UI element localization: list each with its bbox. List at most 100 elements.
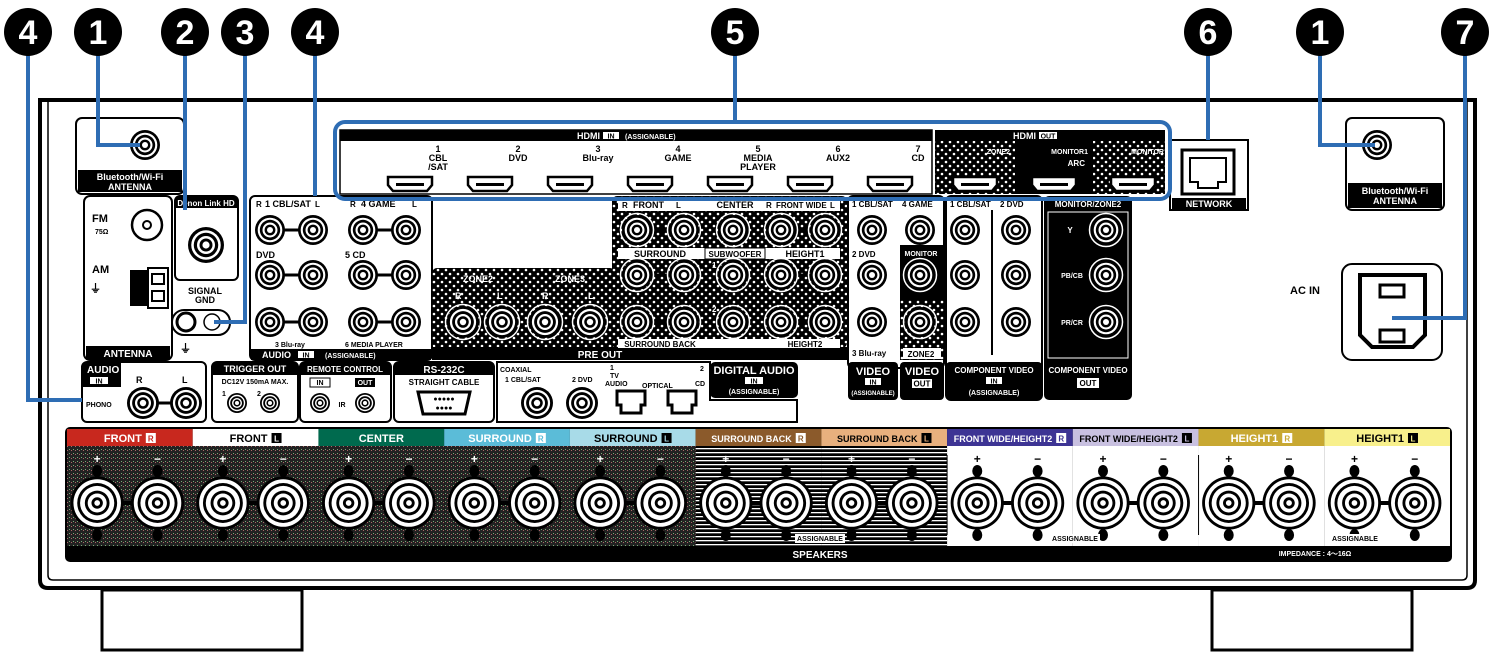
hdmi-out-port-monitor1[interactable] bbox=[1030, 175, 1078, 193]
speaker-terminal-negative[interactable] bbox=[1262, 465, 1316, 541]
speaker-terminal-positive[interactable] bbox=[1076, 465, 1130, 541]
speaker-terminal-positive[interactable] bbox=[322, 465, 376, 541]
pre-out-center-jack[interactable] bbox=[715, 212, 751, 248]
hdmi-in-port-6[interactable] bbox=[786, 175, 834, 193]
hdmi-in-port-1[interactable] bbox=[386, 175, 434, 193]
component-in-jack[interactable] bbox=[950, 307, 980, 337]
pre-out-jack[interactable] bbox=[619, 304, 655, 340]
video-out-monitor-jack[interactable] bbox=[902, 257, 938, 293]
phono-r-jack[interactable] bbox=[127, 387, 159, 419]
pre-out-jack[interactable] bbox=[763, 257, 799, 293]
component-in-jack[interactable] bbox=[1001, 307, 1031, 337]
audio-in-jack[interactable] bbox=[298, 215, 328, 245]
am-antenna-terminal[interactable] bbox=[130, 267, 169, 309]
speaker-terminal-negative[interactable] bbox=[508, 465, 562, 541]
remote-in-jack[interactable] bbox=[310, 393, 330, 413]
hdmi-out-port-zone2[interactable] bbox=[951, 175, 999, 193]
component-in-jack[interactable] bbox=[950, 260, 980, 290]
phono-l-jack[interactable] bbox=[170, 387, 202, 419]
zone-pre-out-jack[interactable] bbox=[526, 303, 564, 341]
hdmi-in-port-3[interactable] bbox=[546, 175, 594, 193]
speaker-terminal-negative[interactable] bbox=[1136, 465, 1190, 541]
audio-in-jack[interactable] bbox=[298, 260, 328, 290]
video-in-game-jack[interactable] bbox=[905, 215, 935, 245]
speaker-terminal-positive[interactable] bbox=[699, 465, 753, 541]
pre-out-jack[interactable] bbox=[619, 257, 655, 293]
bt-antenna-jack-left[interactable] bbox=[130, 130, 160, 160]
video-in-dvd-jack[interactable] bbox=[857, 260, 887, 290]
hdmi-in-port-4[interactable] bbox=[626, 175, 674, 193]
pre-out-jack[interactable] bbox=[763, 304, 799, 340]
video-in-cbl-jack[interactable] bbox=[857, 215, 887, 245]
audio-in-jack[interactable] bbox=[348, 260, 378, 290]
speaker-terminal-positive[interactable] bbox=[1327, 465, 1382, 541]
bt-antenna-jack-right[interactable] bbox=[1362, 130, 1392, 160]
component-out-jack[interactable] bbox=[1088, 212, 1124, 248]
audio-in-jack[interactable] bbox=[348, 307, 378, 337]
hdmi-in-port-7[interactable] bbox=[866, 175, 914, 193]
hdmi-in-port-5[interactable] bbox=[706, 175, 754, 193]
speaker-terminal-positive[interactable] bbox=[573, 465, 627, 541]
subwoofer-2-jack[interactable] bbox=[715, 304, 751, 340]
pre-out-jack[interactable] bbox=[666, 304, 702, 340]
speaker-terminal-positive[interactable] bbox=[70, 465, 124, 541]
network-port[interactable]: NETWORK bbox=[1169, 139, 1249, 211]
pre-out-jack[interactable] bbox=[807, 257, 843, 293]
video-out-zone2-jack[interactable] bbox=[902, 304, 938, 340]
remote-out-jack[interactable] bbox=[355, 393, 375, 413]
component-in-jack[interactable] bbox=[950, 215, 980, 245]
bluetooth-wifi-antenna-left[interactable]: Bluetooth/Wi-Fi ANTENNA bbox=[75, 117, 185, 195]
speaker-terminal-negative[interactable] bbox=[256, 465, 310, 541]
pre-out-jack[interactable] bbox=[807, 212, 843, 248]
coaxial-2-jack[interactable] bbox=[566, 387, 598, 419]
speaker-terminal-negative[interactable] bbox=[1011, 465, 1065, 541]
speaker-terminal-positive[interactable] bbox=[824, 465, 879, 541]
subwoofer-1-jack[interactable] bbox=[715, 257, 751, 293]
audio-in-jack[interactable] bbox=[255, 215, 285, 245]
zone-pre-out-jack[interactable] bbox=[571, 303, 609, 341]
zone-pre-out-jack[interactable] bbox=[483, 303, 521, 341]
speaker-terminal-positive[interactable] bbox=[1202, 465, 1256, 541]
speaker-terminal-negative[interactable] bbox=[130, 465, 185, 541]
pre-out-jack[interactable] bbox=[666, 212, 702, 248]
hdmi-in-port-2[interactable] bbox=[466, 175, 514, 193]
rs232c-port[interactable]: ●●●●● ●●●● bbox=[416, 390, 472, 416]
speaker-terminal-positive[interactable] bbox=[950, 465, 1004, 541]
audio-in-jack[interactable] bbox=[391, 215, 421, 245]
hdmi-out-port-monitor2[interactable] bbox=[1109, 175, 1157, 193]
component-in-badge: IN bbox=[991, 379, 998, 386]
trigger-out-1-jack[interactable] bbox=[227, 393, 247, 413]
speaker-terminal-negative[interactable] bbox=[759, 465, 813, 541]
speaker-terminal-positive[interactable] bbox=[447, 465, 501, 541]
video-in-bluray-jack[interactable] bbox=[857, 307, 887, 337]
audio-in-jack[interactable] bbox=[391, 307, 421, 337]
component-out-jack[interactable] bbox=[1088, 257, 1124, 293]
fm-antenna-jack[interactable] bbox=[130, 208, 164, 242]
optical-jack-2[interactable] bbox=[666, 389, 698, 415]
pre-out-jack[interactable] bbox=[807, 304, 843, 340]
pre-out-jack[interactable] bbox=[666, 257, 702, 293]
audio-in-jack[interactable] bbox=[391, 260, 421, 290]
pre-out-jack[interactable] bbox=[763, 212, 799, 248]
zone-pre-out-jack[interactable] bbox=[444, 303, 482, 341]
audio-in-jack[interactable] bbox=[255, 260, 285, 290]
speaker-terminal-positive[interactable] bbox=[196, 465, 250, 541]
bluetooth-wifi-antenna-right[interactable]: Bluetooth/Wi-Fi ANTENNA bbox=[1345, 117, 1445, 211]
coaxial-1-jack[interactable] bbox=[521, 387, 553, 419]
component-in-jack[interactable] bbox=[1001, 215, 1031, 245]
speaker-terminal-negative[interactable] bbox=[1388, 465, 1442, 541]
audio-in-jack[interactable] bbox=[255, 307, 285, 337]
trigger-out-2-jack[interactable] bbox=[260, 393, 280, 413]
speaker-terminal-negative[interactable] bbox=[382, 465, 436, 541]
denon-link-hd-jack[interactable] bbox=[188, 227, 224, 263]
audio-in-jack[interactable] bbox=[298, 307, 328, 337]
optical-jack-1[interactable] bbox=[615, 389, 647, 415]
ac-inlet[interactable]: AC IN bbox=[1290, 263, 1443, 361]
pre-out-jack[interactable] bbox=[619, 212, 655, 248]
component-in-jack[interactable] bbox=[1001, 260, 1031, 290]
audio-in-jack[interactable] bbox=[348, 215, 378, 245]
speaker-terminal-negative[interactable] bbox=[885, 465, 939, 541]
component-out-jack[interactable] bbox=[1088, 304, 1124, 340]
speaker-terminal-negative[interactable] bbox=[633, 465, 688, 541]
signal-gnd[interactable]: SIGNAL GND ⏚ bbox=[171, 286, 231, 355]
